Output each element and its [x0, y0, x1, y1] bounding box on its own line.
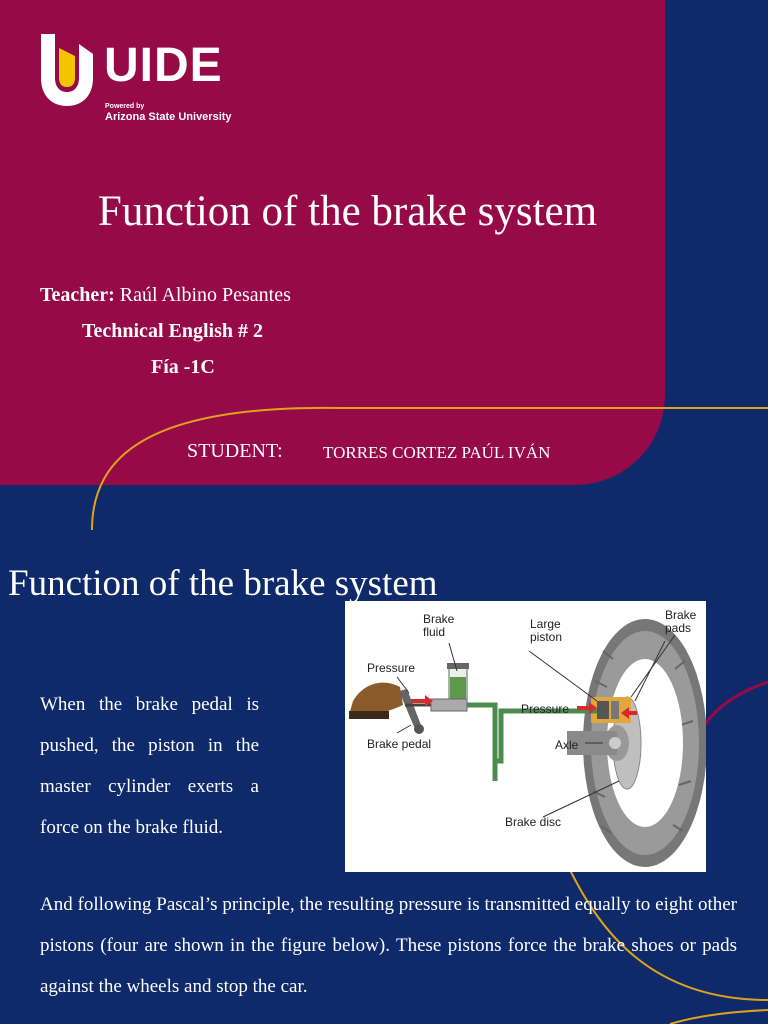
slide-title: Function of the brake system	[97, 188, 598, 235]
teacher-name: Raúl Albino Pesantes	[119, 284, 291, 306]
student-name: TORRES CORTEZ PAÚL IVÁN	[323, 443, 551, 462]
brake-system-diagram: Brake fluid Pressure Brake pedal Large p…	[345, 601, 706, 872]
teacher-line: Teacher: Raúl Albino Pesantes	[40, 284, 291, 307]
label-axle: Axle	[555, 738, 579, 752]
course-name: Technical English # 2	[82, 320, 263, 342]
label-pressure-right: Pressure	[521, 702, 570, 716]
section-title: Function of the brake system	[8, 563, 438, 604]
logo-powered-by: Powered by	[105, 103, 145, 110]
student-label: STUDENT:	[187, 440, 283, 462]
logo-wordmark: UIDE	[104, 39, 223, 92]
label-large-piston: Large piston	[530, 617, 563, 645]
label-brake-pads: Brake pads	[665, 608, 697, 636]
body-paragraph-1: When the brake pedal is pushed, the pist…	[40, 694, 259, 838]
label-brake-fluid: Brake fluid	[423, 612, 455, 640]
label-pressure-left: Pressure	[367, 661, 416, 675]
label-brake-pedal: Brake pedal	[367, 737, 432, 751]
label-brake-disc: Brake disc	[505, 815, 562, 829]
uide-logo-icon	[37, 34, 97, 106]
body-paragraph-2: And following Pascal’s principle, the re…	[40, 894, 737, 997]
teacher-label: Teacher:	[40, 284, 115, 306]
brake-diagram-drawing	[349, 619, 706, 867]
title-slide-panel	[0, 0, 665, 485]
logo-partner: Arizona State University	[105, 111, 232, 123]
group-code: Fía -1C	[151, 356, 215, 378]
